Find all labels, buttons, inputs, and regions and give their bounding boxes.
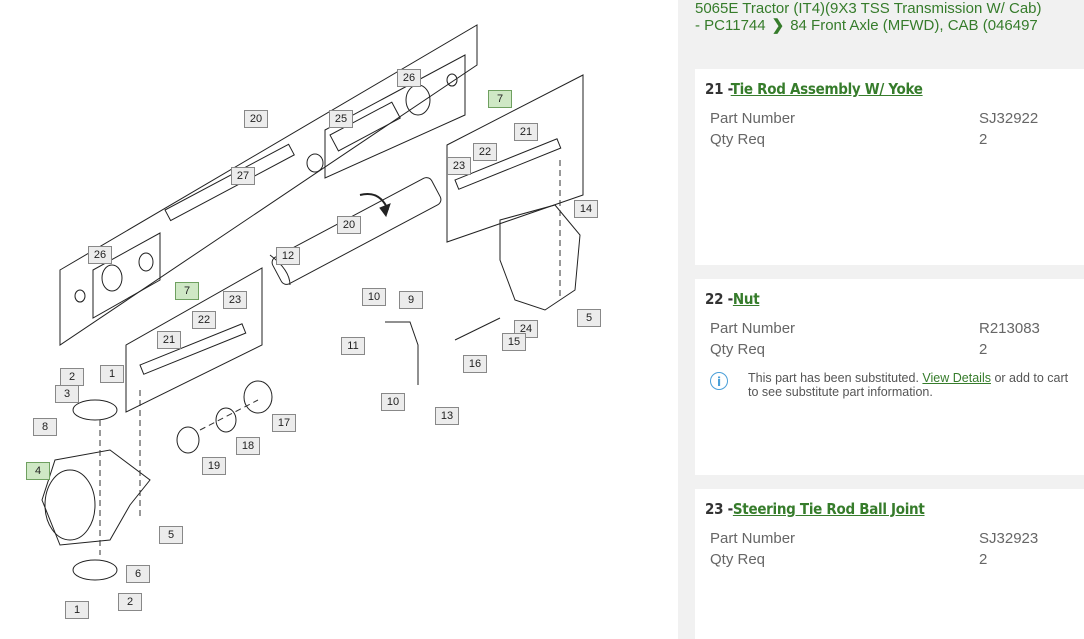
part-number-value: R213083 — [979, 320, 1040, 337]
part-card-23: 23 -Steering Tie Rod Ball Joint Part Num… — [695, 489, 1084, 639]
breadcrumb-link-catalog[interactable]: - PC11744 — [695, 17, 766, 34]
callout-10b[interactable]: 10 — [381, 393, 405, 411]
callout-1b[interactable]: 1 — [65, 601, 89, 619]
callout-21b[interactable]: 21 — [157, 331, 181, 349]
callout-26[interactable]: 26 — [397, 69, 421, 87]
exploded-view-drawing — [41, 24, 584, 581]
part-card-22: 22 -Nut Part Number R213083 Qty Req 2 i … — [695, 279, 1084, 475]
callout-3[interactable]: 3 — [55, 385, 79, 403]
callout-7b[interactable]: 7 — [175, 282, 199, 300]
callout-19[interactable]: 19 — [202, 457, 226, 475]
callout-12[interactable]: 12 — [276, 247, 300, 265]
breadcrumb-link-section[interactable]: 84 Front Axle (MFWD), CAB (046497 — [790, 17, 1038, 34]
callout-5b[interactable]: 5 — [159, 526, 183, 544]
callout-8[interactable]: 8 — [33, 418, 57, 436]
part-number-value: SJ32923 — [979, 530, 1039, 547]
callout-2[interactable]: 2 — [60, 368, 84, 386]
breadcrumb-link-model[interactable]: 5065E Tractor (IT4)(9X3 TSS Transmission… — [695, 0, 1042, 17]
part-title: 22 -Nut — [705, 290, 760, 308]
callout-23[interactable]: 23 — [447, 157, 471, 175]
part-number-value: SJ32922 — [979, 110, 1039, 127]
callout-10[interactable]: 10 — [362, 288, 386, 306]
callout-26b[interactable]: 26 — [88, 246, 112, 264]
callout-22[interactable]: 22 — [473, 143, 497, 161]
breadcrumb: 5065E Tractor (IT4)(9X3 TSS Transmission… — [695, 0, 1084, 34]
part-name-link[interactable]: Nut — [732, 290, 760, 308]
part-title: 21 -Tie Rod Assembly W/ Yoke — [705, 80, 923, 98]
part-name-link[interactable]: Tie Rod Assembly W/ Yoke — [730, 80, 923, 98]
callout-27[interactable]: 27 — [231, 167, 255, 185]
callout-5[interactable]: 5 — [577, 309, 601, 327]
callout-2b[interactable]: 2 — [118, 593, 142, 611]
callout-13[interactable]: 13 — [435, 407, 459, 425]
part-card-21: 21 -Tie Rod Assembly W/ Yoke Part Number… — [695, 69, 1084, 265]
callout-16[interactable]: 16 — [463, 355, 487, 373]
qty-value: 2 — [979, 131, 988, 148]
callout-18[interactable]: 18 — [236, 437, 260, 455]
callout-4[interactable]: 4 — [26, 462, 50, 480]
chevron-right-icon: ❯ — [771, 17, 785, 34]
info-icon: i — [710, 372, 728, 390]
qty-value: 2 — [979, 551, 988, 568]
callout-20b[interactable]: 20 — [337, 216, 361, 234]
parts-list-panel: 5065E Tractor (IT4)(9X3 TSS Transmission… — [678, 0, 1084, 639]
view-details-link[interactable]: View Details — [922, 371, 991, 385]
callout-21[interactable]: 21 — [514, 123, 538, 141]
callout-22b[interactable]: 22 — [192, 311, 216, 329]
callout-1[interactable]: 1 — [100, 365, 124, 383]
callout-20[interactable]: 20 — [244, 110, 268, 128]
callout-25[interactable]: 25 — [329, 110, 353, 128]
callout-9[interactable]: 9 — [399, 291, 423, 309]
callout-11[interactable]: 11 — [341, 337, 365, 355]
callout-6[interactable]: 6 — [126, 565, 150, 583]
callout-17[interactable]: 17 — [272, 414, 296, 432]
parts-diagram: 20 26 25 7 27 21 23 22 26 20 14 12 7 23 … — [26, 24, 601, 619]
callout-14[interactable]: 14 — [574, 200, 598, 218]
part-title: 23 -Steering Tie Rod Ball Joint — [705, 500, 925, 518]
part-name-link[interactable]: Steering Tie Rod Ball Joint — [732, 500, 925, 518]
callout-23b[interactable]: 23 — [223, 291, 247, 309]
qty-value: 2 — [979, 341, 988, 358]
callout-15[interactable]: 15 — [502, 333, 526, 351]
callout-7[interactable]: 7 — [488, 90, 512, 108]
